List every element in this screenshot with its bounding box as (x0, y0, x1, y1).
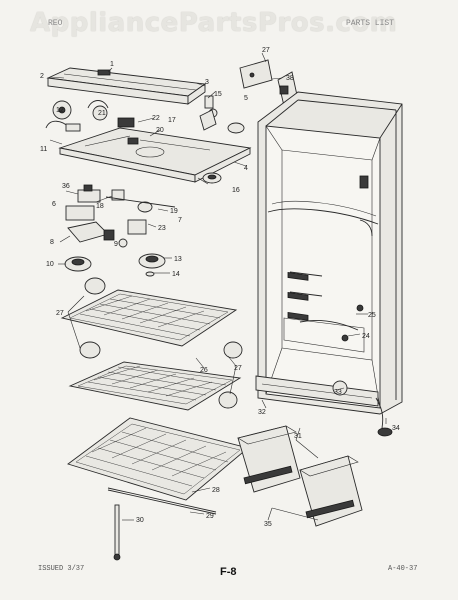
callout-31: 31 (294, 433, 302, 440)
callout-27-top: 27 (262, 47, 270, 54)
diagram-code: A-40-37 (388, 565, 418, 573)
callout-15: 15 (214, 91, 222, 98)
callout-17: 17 (168, 117, 176, 124)
callout-25: 25 (368, 312, 376, 319)
callout-5: 5 (244, 95, 248, 102)
callout-36: 36 (62, 183, 70, 190)
callout-18: 18 (96, 203, 104, 210)
callout-29: 29 (206, 513, 214, 520)
callout-20: 20 (156, 127, 164, 134)
callout-6: 6 (52, 201, 56, 208)
callout-33: 33 (334, 389, 342, 396)
top-hinge-group (204, 59, 299, 134)
callout-21: 21 (98, 110, 106, 117)
callout-35: 35 (264, 521, 272, 528)
callout-3: 3 (205, 79, 209, 86)
crisper-drawer-left (237, 425, 301, 493)
callout-19: 19 (170, 208, 178, 215)
callout-30: 30 (136, 517, 144, 524)
watermark: AppliancePartsPros.com (30, 8, 398, 38)
callout-14: 14 (172, 271, 180, 278)
thermostat-group (65, 184, 176, 221)
callout-22: 22 (152, 115, 160, 122)
crisper-cover-trim (255, 375, 393, 437)
page-number: F-8 (220, 566, 237, 578)
light-socket-group (45, 100, 218, 132)
leader-lines (49, 52, 387, 521)
header-left: REO (48, 19, 63, 28)
switch-bracket-group (67, 219, 147, 248)
callout-16: 16 (232, 187, 240, 194)
shelf-rod (113, 504, 121, 561)
callout-32: 32 (258, 409, 266, 416)
callout-4: 4 (244, 165, 248, 172)
top-control-panel (46, 67, 207, 105)
issued-date: ISSUED 3/37 (38, 565, 85, 573)
control-mounting-plate (58, 127, 252, 183)
top-wire-shelf (60, 277, 243, 359)
callout-23: 23 (158, 225, 166, 232)
bottom-wire-shelf (67, 417, 249, 515)
callout-38: 38 (286, 75, 294, 82)
callout-8: 8 (50, 239, 54, 246)
callout-2: 2 (40, 73, 44, 80)
callout-28: 28 (212, 487, 220, 494)
callout-13: 13 (174, 256, 182, 263)
callout-27-left: 27 (56, 310, 64, 317)
header-right: PARTS LIST (346, 19, 395, 28)
callout-24: 24 (362, 333, 370, 340)
crisper-drawer-right (299, 455, 363, 527)
callout-26: 26 (200, 367, 208, 374)
callout-7: 7 (178, 217, 182, 224)
callout-11: 11 (40, 146, 47, 153)
refrigerator-cabinet (257, 91, 403, 415)
middle-wire-shelf (68, 361, 242, 411)
callout-10: 10 (46, 261, 54, 268)
callout-12: 12 (56, 107, 64, 114)
callout-1: 1 (110, 61, 114, 68)
callout-34: 34 (392, 425, 400, 432)
control-knobs (64, 172, 222, 277)
callout-27-right: 27 (234, 365, 242, 372)
callout-9: 9 (114, 241, 118, 248)
